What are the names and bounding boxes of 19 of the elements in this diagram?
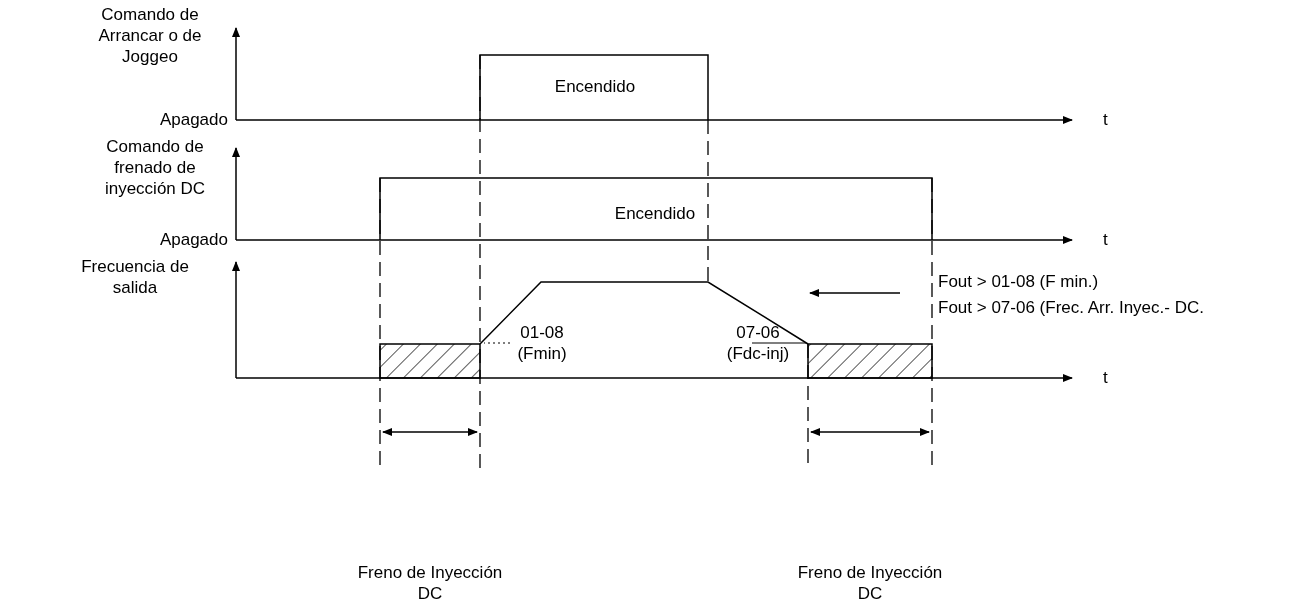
state-label: Encendido: [613, 203, 697, 224]
state-label: Apagado: [158, 229, 228, 250]
value-label: 01-08 (Fmin): [512, 322, 572, 364]
condition-note: Fout > 01-08 (F min.): [938, 271, 1100, 292]
value-label: 07-06 (Fdc-inj): [718, 322, 798, 364]
axis-label: t: [1103, 229, 1109, 250]
leader-line: [483, 342, 511, 344]
signal-label: Frecuencia de salida: [80, 256, 190, 298]
interval-label: Freno de Inyección DC: [796, 562, 944, 604]
leader-line: [751, 342, 807, 344]
state-label: Apagado: [158, 109, 228, 130]
signal-label: Comando de frenado de inyección DC: [103, 136, 207, 199]
signal-label: Comando de Arrancar o de Joggeo: [97, 4, 203, 67]
axis-label: t: [1103, 367, 1109, 388]
interval-label: Freno de Inyección DC: [356, 562, 504, 604]
state-label: Encendido: [553, 76, 637, 97]
axis-label: t: [1103, 109, 1109, 130]
frequency-waveform-drawing: [379, 281, 933, 379]
condition-note: Fout > 07-06 (Frec. Arr. Inyec.- DC.: [938, 297, 1205, 318]
